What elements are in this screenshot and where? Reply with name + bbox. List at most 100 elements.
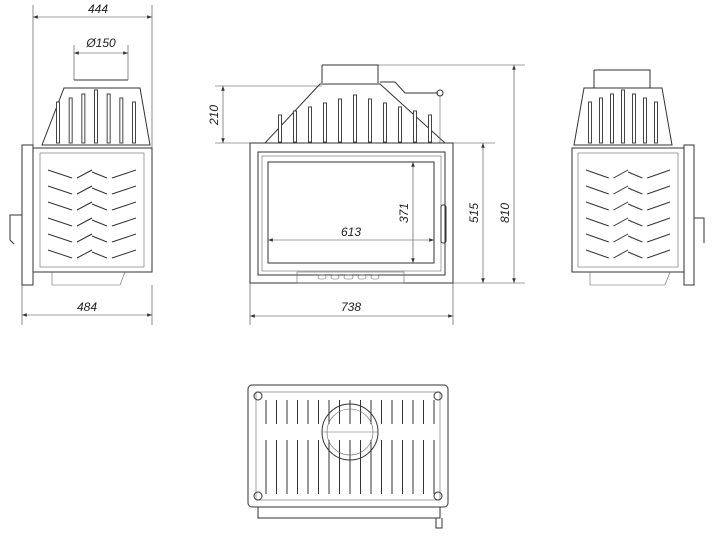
- dimension-label-810: 810: [498, 203, 512, 223]
- right-side-view: [571, 69, 705, 286]
- dimension-label-515: 515: [467, 203, 481, 223]
- chevron-slot: [647, 185, 671, 195]
- chevron-slot: [627, 219, 643, 227]
- chevron-slot: [627, 171, 643, 179]
- chevron-slot: [585, 185, 609, 195]
- chevron-slot: [76, 249, 93, 259]
- chevron-slot: [627, 235, 643, 243]
- rib: [654, 101, 658, 144]
- door-handle-icon: [440, 204, 447, 244]
- chevron-slot: [627, 187, 643, 195]
- rib: [413, 110, 417, 143]
- corner-bolt-icon: [433, 391, 443, 401]
- chevron-slot: [47, 233, 73, 243]
- door-edge: [21, 144, 34, 286]
- chevron-slot: [111, 217, 137, 227]
- rib: [599, 97, 603, 144]
- rib: [398, 106, 402, 143]
- dimension-label-738: 738: [341, 300, 361, 314]
- dimension-label-flue-diameter: Ø150: [85, 36, 116, 50]
- chevron-slot: [647, 233, 671, 243]
- rib: [81, 93, 86, 144]
- chevron-slot: [91, 187, 108, 195]
- rib: [643, 97, 647, 144]
- left-side-view: 444 Ø150 484: [9, 2, 153, 325]
- flue-outlet: [593, 69, 651, 88]
- rib: [428, 114, 432, 143]
- dimension-label-210: 210: [207, 105, 221, 126]
- chevron-slot: [585, 249, 609, 259]
- rib: [308, 106, 312, 143]
- ash-pan: [589, 271, 671, 286]
- front-body: [249, 142, 454, 284]
- rib: [323, 102, 327, 143]
- chevron-slot: [91, 235, 108, 243]
- rib: [353, 94, 357, 143]
- chevron-slot: [91, 219, 108, 227]
- chevron-slot: [91, 203, 108, 211]
- door-and-handle-outline: [257, 507, 443, 529]
- dimension-label-371: 371: [397, 203, 411, 223]
- chevron-slot: [47, 185, 73, 195]
- hood-ribs: [56, 89, 136, 144]
- chevron-slot: [47, 169, 73, 179]
- rib: [368, 98, 372, 143]
- air-vent-slots: [317, 274, 380, 280]
- ash-pan: [51, 271, 126, 286]
- chevron-slot: [111, 249, 137, 259]
- corner-bolt-icon: [253, 491, 263, 501]
- air-control-bar: [296, 271, 405, 284]
- side-panel: [571, 147, 685, 273]
- rib: [383, 102, 387, 143]
- rib: [106, 93, 111, 144]
- rib: [132, 101, 136, 144]
- chevron-slot: [647, 249, 671, 259]
- chevron-slot: [613, 185, 629, 195]
- bottom-view: [247, 384, 449, 529]
- chevron-pattern: [585, 169, 671, 259]
- chevron-slot: [111, 185, 137, 195]
- hood-outline: [41, 79, 151, 146]
- rib: [610, 93, 614, 144]
- corner-bolt-icon: [253, 391, 263, 401]
- door-handle-icon: [9, 214, 22, 245]
- dimension-label-444: 444: [88, 2, 108, 16]
- glass-panel: [267, 161, 435, 264]
- chevron-slot: [613, 201, 629, 211]
- chevron-slot: [111, 201, 137, 211]
- hood-ribs: [278, 94, 432, 143]
- rib: [68, 97, 73, 144]
- hood-outline: [573, 87, 673, 146]
- door-handle-icon: [694, 217, 705, 243]
- chevron-slot: [613, 169, 629, 179]
- chevron-slot: [613, 249, 629, 259]
- chevron-slot: [613, 233, 629, 243]
- rib: [293, 110, 297, 143]
- chevron-slot: [613, 217, 629, 227]
- rib: [632, 93, 636, 144]
- chevron-slot: [91, 171, 108, 179]
- rib: [119, 97, 124, 144]
- chevron-slot: [647, 201, 671, 211]
- chevron-slot: [76, 233, 93, 243]
- chevron-slot: [627, 251, 643, 259]
- chevron-slot: [76, 201, 93, 211]
- chevron-slot: [47, 249, 73, 259]
- chevron-slot: [91, 251, 108, 259]
- chevron-slot: [111, 233, 137, 243]
- door-frame: [257, 151, 446, 276]
- chevron-slot: [647, 169, 671, 179]
- chevron-slot: [585, 169, 609, 179]
- chevron-slot: [647, 217, 671, 227]
- chevron-slot: [76, 169, 93, 179]
- chevron-slot: [585, 201, 609, 211]
- rib: [338, 98, 342, 143]
- flue-outlet: [321, 64, 379, 83]
- chevron-slot: [47, 217, 73, 227]
- chevron-slot: [627, 203, 643, 211]
- rib: [278, 114, 282, 143]
- base-plate: [247, 384, 449, 508]
- hood-ribs: [588, 89, 658, 144]
- rib: [56, 101, 60, 144]
